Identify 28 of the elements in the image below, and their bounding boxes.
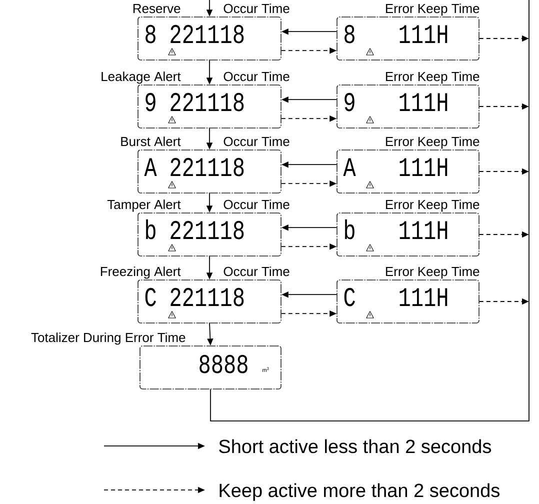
display-heading: Error Keep Time [386,136,480,149]
display-heading: Freezing Alert [100,266,181,279]
display-heading: Burst Alert [121,136,181,146]
legend-text: Short active less than 2 seconds [219,439,491,454]
display-heading: Occur Time [224,72,290,82]
display-heading: Occur Time [224,266,290,276]
display-heading: Leakage Alert [102,72,181,84]
display-heading: Error Keep Time [386,4,480,16]
lcd-display: 8 221118 [138,16,282,60]
lcd-display: b 221118 [138,212,282,256]
display-heading: Occur Time [224,200,290,210]
display-heading: Tamper Alert [107,200,181,212]
display-heading: Error Keep Time [386,266,480,279]
display-heading: Totalizer During Error Time [31,332,186,345]
lcd-display: 9 221118 [138,84,282,128]
display-heading: Occur Time [224,136,290,146]
lcd-display: C 221118 [138,280,282,324]
lcd-display: A 111H [336,150,480,194]
lcd-display: 9 111H [336,84,480,128]
display-heading: Occur Time [224,4,290,14]
display-heading: Error Keep Time [386,72,480,84]
lcd-display: C 111H [336,280,480,324]
legend-text: Keep active more than 2 seconds [220,483,500,501]
display-heading: Error Keep Time [386,200,480,212]
lcd-display: b 111H [336,212,480,256]
lcd-display: 8 111H [336,16,480,60]
lcd-display: A 221118 [138,150,282,194]
display-heading: Reserve [133,4,180,14]
